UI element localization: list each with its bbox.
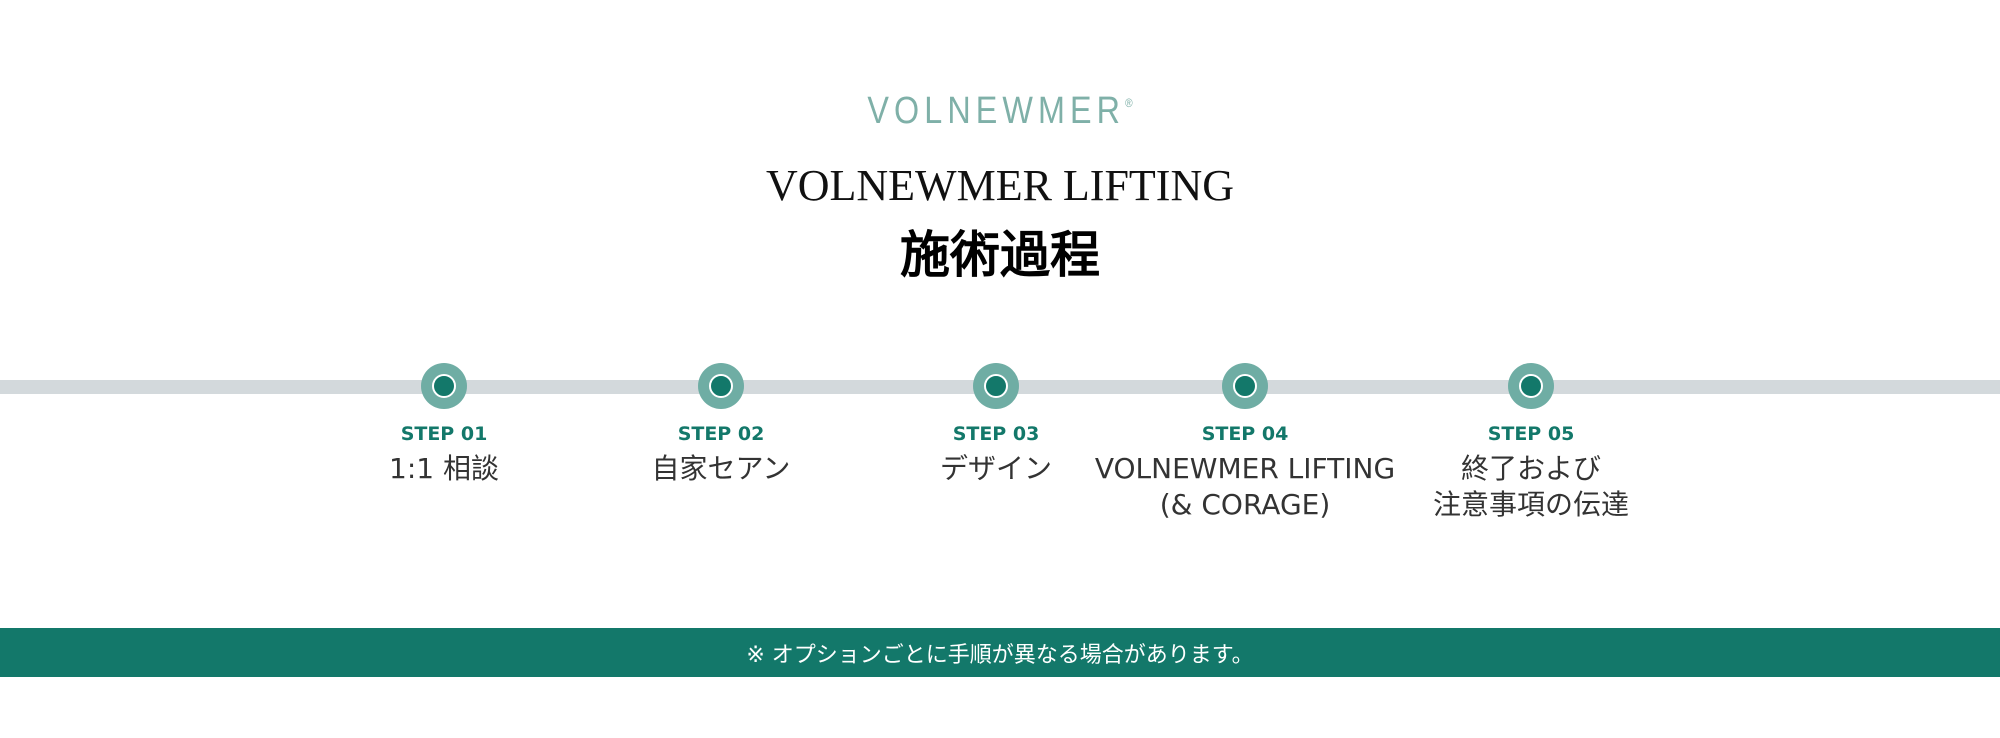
page-title-jp: 施術過程 bbox=[900, 226, 1100, 284]
step-label: 自家セアン bbox=[651, 452, 791, 485]
step-03: STEP 03 デザイン bbox=[836, 363, 1156, 487]
step-number: STEP 04 bbox=[1201, 423, 1289, 445]
step-05: STEP 05 終了および 注意事項の伝達 bbox=[1371, 363, 1691, 523]
step-01: STEP 01 1:1 相談 bbox=[284, 363, 604, 487]
step-label: 1:1 相談 bbox=[389, 452, 499, 485]
step-label: 終了および 注意事項の伝達 bbox=[1432, 452, 1629, 521]
step-dot-icon bbox=[1508, 363, 1554, 409]
notice-bar: ※ オプションごとに手順が異なる場合があります。 bbox=[0, 628, 2000, 677]
notice-text: ※ オプションごとに手順が異なる場合があります。 bbox=[746, 642, 1254, 668]
step-dot-icon bbox=[973, 363, 1019, 409]
step-number: STEP 02 bbox=[677, 423, 765, 445]
step-dot-icon bbox=[1222, 363, 1268, 409]
registered-mark: ® bbox=[1125, 96, 1133, 110]
brand-logo: VOLNEWMER® bbox=[150, 90, 1850, 133]
step-number: STEP 05 bbox=[1487, 423, 1575, 445]
step-number: STEP 03 bbox=[952, 423, 1040, 445]
step-02: STEP 02 自家セアン bbox=[561, 363, 881, 487]
step-dot-icon bbox=[421, 363, 467, 409]
step-label: VOLNEWMER LIFTING (& CORAGE) bbox=[1094, 452, 1396, 521]
brand-logo-text: VOLNEWMER bbox=[867, 90, 1126, 132]
step-dot-icon bbox=[698, 363, 744, 409]
step-label: デザイン bbox=[939, 452, 1052, 485]
page-title-en: VOLNEWMER LIFTING bbox=[765, 161, 1235, 210]
step-number: STEP 01 bbox=[400, 423, 488, 445]
step-04: STEP 04 VOLNEWMER LIFTING (& CORAGE) bbox=[1085, 363, 1405, 523]
